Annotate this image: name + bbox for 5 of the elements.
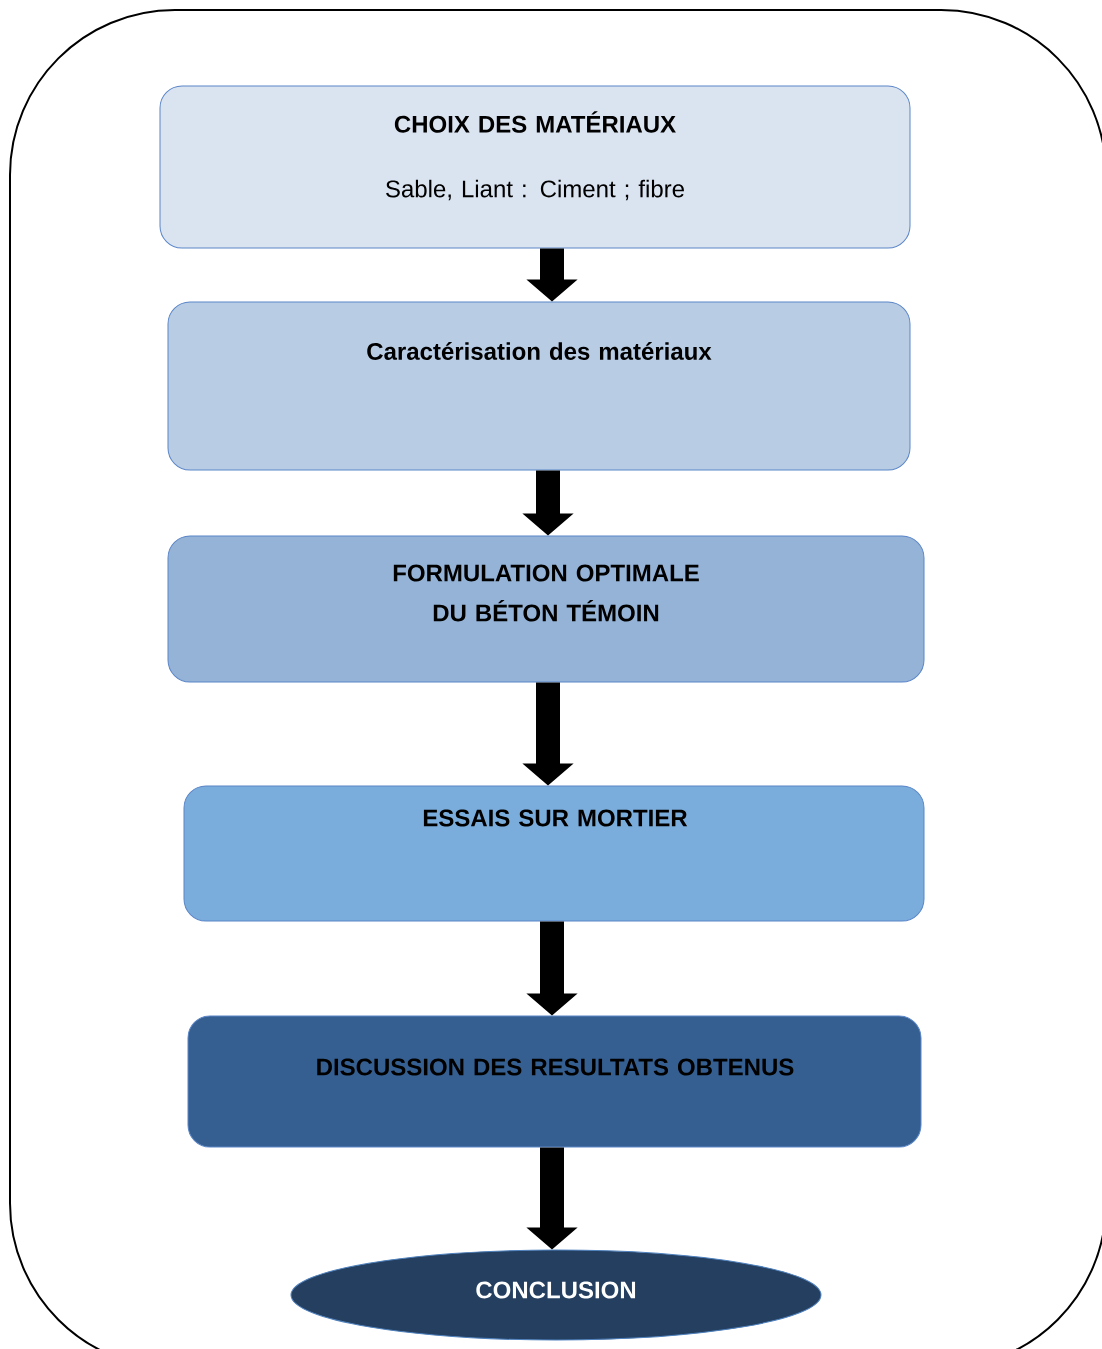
- process-box: CHOIX DES MATÉRIAUX Sable, Liant : Ciment ; fibre: [159, 85, 911, 249]
- process-box: DISCUSSION DES RESULTATS OBTENUS: [187, 1015, 922, 1148]
- process-box: Caractérisation des matériaux: [167, 301, 911, 471]
- process-box: FORMULATION OPTIMALE DU BÉTON TÉMOIN: [167, 535, 925, 683]
- process-box: ESSAIS SUR MORTIER: [183, 785, 925, 922]
